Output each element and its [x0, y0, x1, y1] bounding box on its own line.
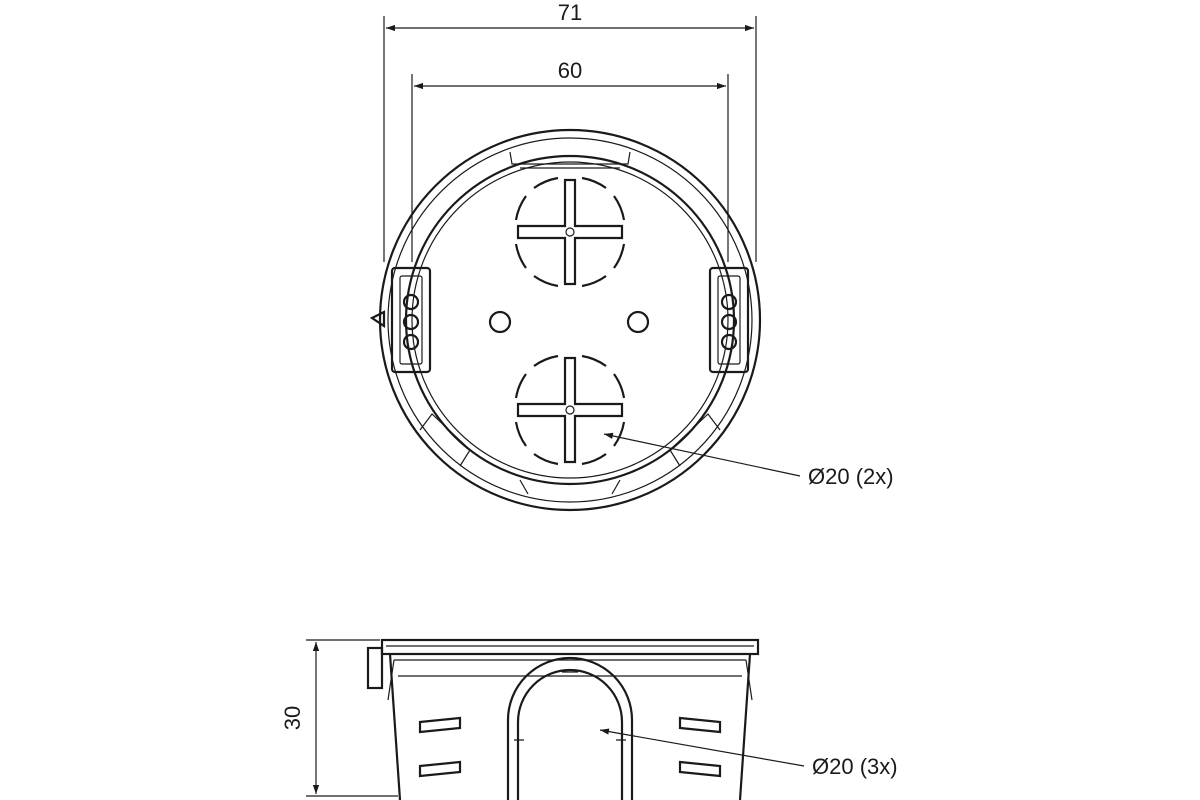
- side-left-nub: [366, 646, 384, 690]
- dim-height-label: 30: [280, 706, 305, 730]
- callout-top-knockout: Ø20 (2x): [603, 432, 894, 489]
- top-rim-tab: [509, 151, 631, 165]
- callout-side-label: Ø20 (3x): [812, 754, 898, 779]
- upper-knockout: [514, 176, 626, 288]
- outer-rim-ring: [378, 128, 762, 512]
- inner-wall-ring: [404, 154, 736, 486]
- side-slot-right-lower: [678, 760, 722, 778]
- bottom-rim-notches: [519, 479, 621, 495]
- side-slot-left-lower: [418, 760, 462, 778]
- dimension-inner-width: 60: [411, 58, 729, 262]
- lower-knockout: [514, 354, 626, 466]
- rim-inner-ring: [387, 137, 753, 503]
- side-slot-right-upper: [678, 716, 722, 734]
- callout-top-label: Ø20 (2x): [808, 464, 894, 489]
- right-screw-clamp: [708, 266, 750, 374]
- side-rim: [380, 638, 760, 656]
- dim-outer-width-label: 71: [558, 0, 582, 25]
- left-screw-hole: [488, 310, 512, 334]
- callout-side-knockout: Ø20 (3x): [599, 728, 898, 779]
- side-slot-left-upper: [418, 716, 462, 734]
- inner-wall-edge: [411, 161, 729, 479]
- bottom-left-rim-tab: [419, 413, 471, 467]
- bottom-right-rim-tab: [669, 413, 721, 467]
- top-view: 71 60 Ø20 (2x): [369, 0, 894, 512]
- right-screw-hole: [626, 310, 650, 334]
- left-pointer-tab: [369, 310, 386, 329]
- left-screw-clamp: [369, 266, 432, 374]
- dimension-height: 30: [280, 639, 398, 797]
- side-view: 30 Ø20 (3x): [280, 638, 898, 800]
- dimension-outer-width: 71: [383, 0, 757, 262]
- dim-inner-width-label: 60: [558, 58, 582, 83]
- side-arch-knockout: [506, 656, 634, 800]
